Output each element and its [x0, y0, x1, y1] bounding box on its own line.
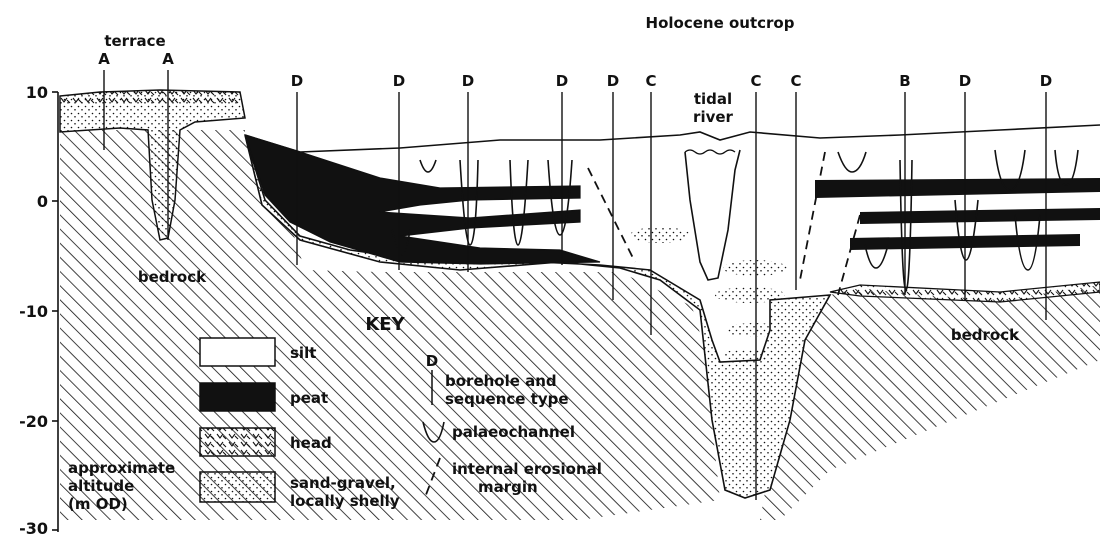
key-palaeochannel-label: palaeochannel	[452, 423, 575, 441]
borehole-letter: D	[462, 72, 474, 90]
y-axis: 10 0 -10 -20 -30	[19, 83, 58, 536]
key-peat-label: peat	[290, 389, 328, 407]
key-erosional-label-line1: internal erosional	[452, 460, 602, 478]
borehole-letter: D	[291, 72, 303, 90]
borehole-letter: A	[162, 50, 174, 68]
terrace-head	[60, 90, 240, 104]
key-erosional-label-line2: margin	[478, 478, 538, 496]
y-tick-label: -30	[19, 519, 48, 536]
key-title: KEY	[365, 314, 405, 335]
y-axis-label-line3: (m OD)	[68, 495, 128, 513]
bedrock-label-right: bedrock	[951, 326, 1020, 344]
key-sand-label-line1: sand-gravel,	[290, 474, 396, 492]
borehole-letters: A A D D D D D C C C B D D	[98, 50, 1052, 90]
diagram-title: Holocene outcrop	[646, 14, 795, 32]
key-sand-label-line2: locally shelly	[290, 492, 400, 510]
borehole-letter: D	[1040, 72, 1052, 90]
y-axis-label-line1: approximate	[68, 459, 175, 477]
y-axis-label-line2: altitude	[68, 477, 134, 495]
borehole-letter: D	[607, 72, 619, 90]
borehole-letter: B	[899, 72, 910, 90]
sand-lens	[725, 323, 785, 337]
key-silt-swatch	[200, 338, 275, 366]
borehole-letter: A	[98, 50, 110, 68]
y-tick-label: -10	[19, 302, 48, 321]
sand-lens	[715, 287, 785, 303]
y-tick-label: 0	[37, 192, 48, 211]
y-tick-label: 10	[26, 83, 48, 102]
tidal-river-label-line1: tidal	[694, 90, 732, 108]
key-sand-swatch	[200, 472, 275, 502]
key-borehole-label-line1: borehole and	[445, 372, 557, 390]
sand-lens	[723, 349, 773, 361]
y-tick-label: -20	[19, 412, 48, 431]
sand-lens	[630, 227, 690, 243]
borehole-letter: D	[556, 72, 568, 90]
key-head-label: head	[290, 434, 332, 452]
key-peat-swatch	[200, 383, 275, 411]
borehole-letter: C	[645, 72, 656, 90]
key-silt-label: silt	[290, 344, 316, 362]
terrace-label: terrace	[104, 32, 165, 50]
borehole-letter: D	[959, 72, 971, 90]
sand-lens	[723, 260, 787, 276]
key-borehole-label-line2: sequence type	[445, 390, 569, 408]
borehole-letter: C	[790, 72, 801, 90]
borehole-letter: D	[393, 72, 405, 90]
key-borehole-letter: D	[426, 352, 438, 370]
borehole-letter: C	[750, 72, 761, 90]
key-head-swatch	[200, 428, 275, 456]
bedrock-label-left: bedrock	[138, 268, 207, 286]
tidal-river-label-line2: river	[693, 108, 733, 126]
